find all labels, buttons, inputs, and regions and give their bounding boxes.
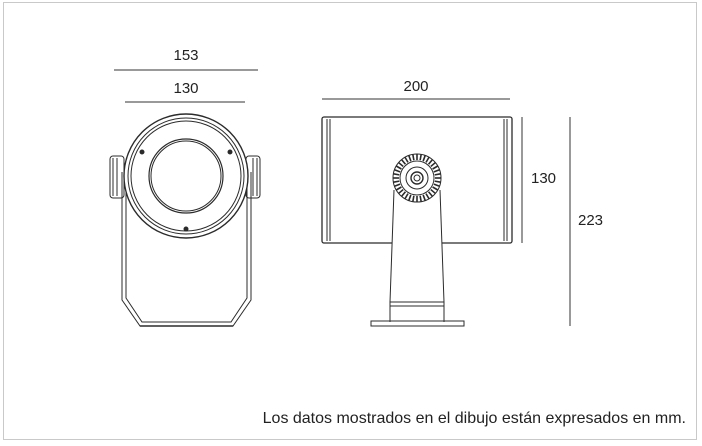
drawing-frame xyxy=(3,2,697,440)
side-base-plate xyxy=(370,320,465,327)
dim-label-153: 153 xyxy=(173,47,198,64)
knurl-tooth xyxy=(408,155,412,162)
dim-label-130-front: 130 xyxy=(173,80,198,97)
knurl-tooth xyxy=(395,165,402,170)
dim-label-200: 200 xyxy=(403,78,428,95)
knurl-tooth xyxy=(419,154,422,161)
side-knob-knurl xyxy=(393,154,441,202)
knurl-tooth xyxy=(433,183,440,187)
front-screw-right xyxy=(227,149,233,155)
front-lens xyxy=(148,138,224,214)
front-housing-ring xyxy=(127,117,245,235)
side-view xyxy=(321,116,513,327)
dimension-front-outer: 153 xyxy=(114,47,258,71)
knurl-tooth xyxy=(419,195,422,202)
front-bracket-inner xyxy=(125,176,248,323)
knurl-tooth xyxy=(427,191,434,197)
knurl-tooth xyxy=(434,180,441,183)
knurl-tooth xyxy=(422,155,426,162)
knurl-tooth xyxy=(422,194,426,201)
knurl-tooth xyxy=(395,186,402,191)
knurl-tooth xyxy=(412,195,415,202)
knurl-tooth xyxy=(425,156,430,163)
dim-label-223: 223 xyxy=(578,212,603,229)
front-screw-bottom xyxy=(183,226,189,232)
side-knob-center xyxy=(413,174,421,182)
knurl-tooth xyxy=(398,188,404,195)
front-view xyxy=(109,113,261,327)
knurl-tooth xyxy=(408,194,412,201)
front-lens-inner xyxy=(150,140,222,212)
units-note: Los datos mostrados en el dibujo están e… xyxy=(262,410,686,427)
dimension-front-lens: 130 xyxy=(125,80,245,103)
knurl-tooth xyxy=(394,183,401,187)
knurl-tooth xyxy=(400,159,407,165)
knurl-tooth xyxy=(432,165,439,170)
knurl-tooth xyxy=(412,154,415,161)
knurl-tooth xyxy=(432,186,439,191)
dim-label-130-side: 130 xyxy=(531,170,556,187)
knurl-tooth xyxy=(393,173,400,176)
knurl-tooth xyxy=(430,188,436,195)
knurl-tooth xyxy=(400,191,407,197)
dimension-total-height: 223 xyxy=(569,117,603,326)
knurl-tooth xyxy=(404,193,409,200)
dimension-side-width: 200 xyxy=(322,78,510,100)
front-housing-outer xyxy=(123,113,249,239)
dimension-side-height: 130 xyxy=(521,117,556,243)
knurl-tooth xyxy=(430,161,436,168)
knurl-tooth xyxy=(394,169,401,173)
knurl-tooth xyxy=(404,156,409,163)
knurl-tooth xyxy=(425,193,430,200)
knurl-tooth xyxy=(433,169,440,173)
knurl-tooth xyxy=(434,173,441,176)
knurl-tooth xyxy=(398,161,404,168)
side-stem xyxy=(389,189,445,303)
front-screw-left xyxy=(139,149,145,155)
knurl-tooth xyxy=(427,159,434,165)
knurl-tooth xyxy=(393,180,400,183)
